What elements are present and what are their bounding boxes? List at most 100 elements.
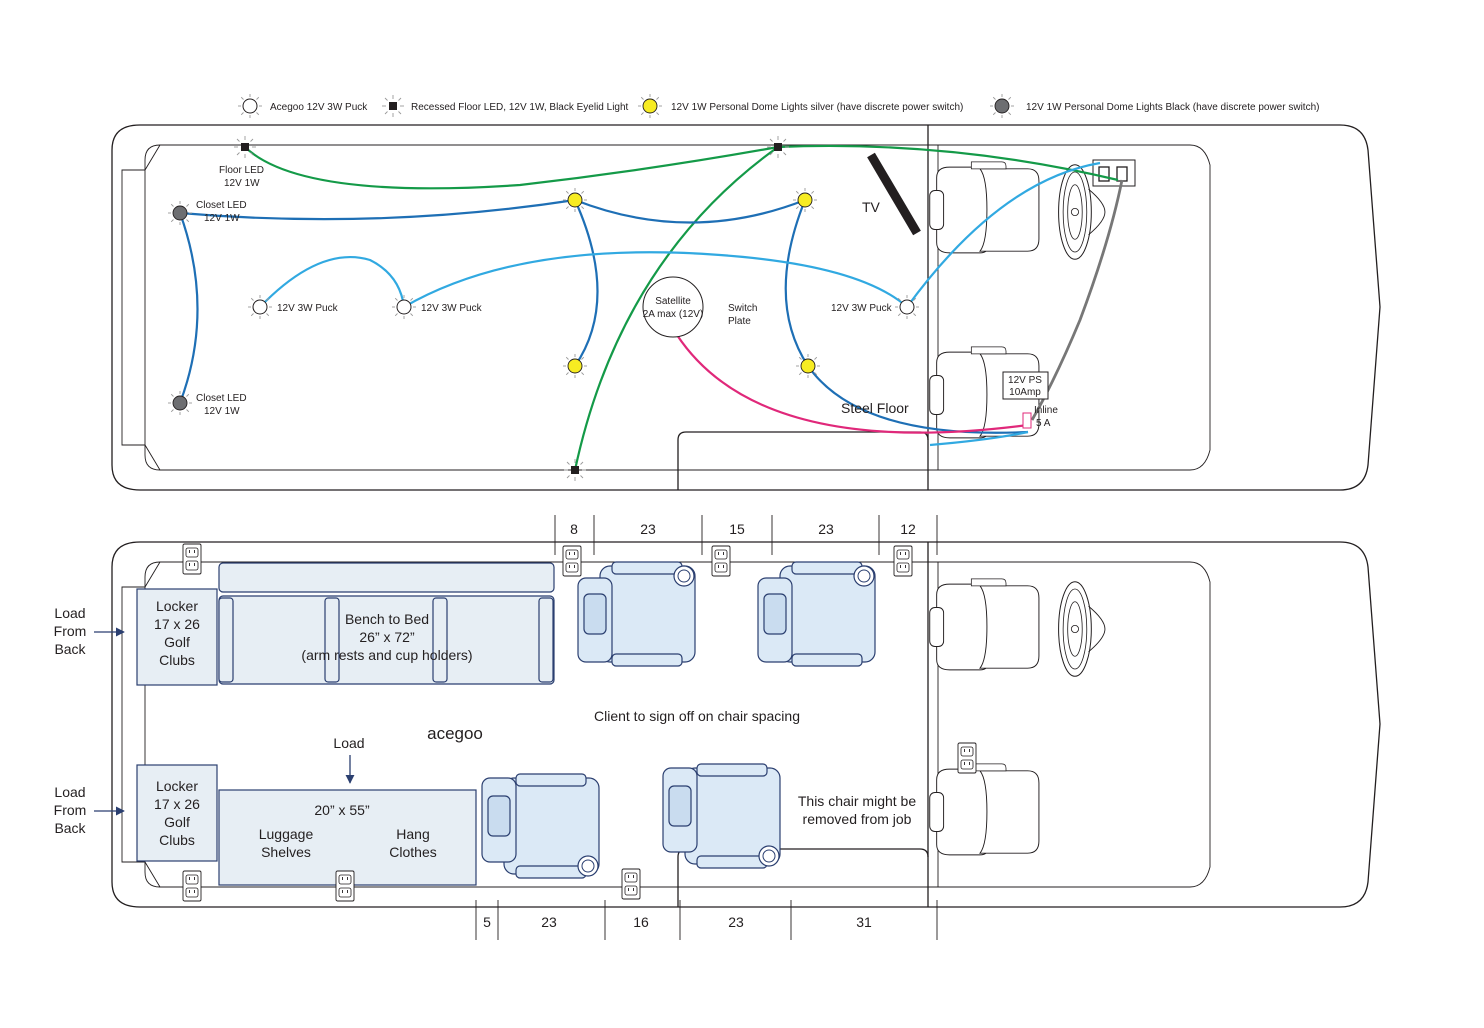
steering-wheel-bottom bbox=[1058, 581, 1106, 677]
load-back-upper-3: Back bbox=[54, 641, 86, 657]
captain-chair-3 bbox=[481, 773, 600, 879]
closet-led-bottom-label-1: Closet LED bbox=[196, 393, 247, 404]
legend-label-black-dome: 12V 1W Personal Dome Lights Black (have … bbox=[1026, 102, 1319, 113]
power-supply-label-1: 12V PS bbox=[1008, 375, 1042, 386]
tv-screen bbox=[867, 152, 921, 236]
outlet-1 bbox=[182, 543, 202, 575]
van-body-bottom bbox=[111, 541, 1381, 908]
switch-plate-label-2: Plate bbox=[728, 316, 751, 327]
luggage-label-1: Luggage bbox=[259, 826, 314, 842]
legend-label-silver-dome: 12V 1W Personal Dome Lights silver (have… bbox=[671, 102, 963, 113]
closet-light-bottom bbox=[167, 390, 193, 416]
green-wire-2 bbox=[573, 146, 779, 471]
dim-bottom-4: 23 bbox=[728, 914, 744, 930]
load-back-lower-2: From bbox=[54, 802, 87, 818]
locker-lower-line-3: Golf bbox=[164, 814, 190, 830]
dim-top-1: 8 bbox=[570, 521, 578, 537]
switch-plate-label-1: Switch bbox=[728, 303, 757, 314]
legend-label-puck: Acegoo 12V 3W Puck bbox=[270, 102, 368, 113]
bench-note: (arm rests and cup holders) bbox=[301, 647, 472, 663]
driver-seat-bottom bbox=[929, 578, 1040, 671]
load-back-lower-1: Load bbox=[54, 784, 85, 800]
lighting-plan: TV Satellite 2A max (12V) Swit bbox=[111, 124, 1381, 491]
dim-top-2: 23 bbox=[640, 521, 656, 537]
outlet-6 bbox=[335, 870, 355, 902]
gray-dome-icon bbox=[989, 93, 1015, 119]
bench-bed bbox=[218, 562, 555, 685]
wiring bbox=[178, 144, 1124, 471]
seating-plan: 8 23 15 23 12 Locker 17 x 26 Golf Clubs … bbox=[54, 515, 1381, 940]
dim-top-3: 15 bbox=[729, 521, 745, 537]
inline-fuse-label-1: Inline bbox=[1034, 405, 1058, 416]
puck-light-3 bbox=[894, 294, 920, 320]
black-square-icon bbox=[381, 94, 405, 118]
dome-light-3 bbox=[562, 353, 588, 379]
bottom-dimension-ticks bbox=[475, 900, 938, 940]
closet-led-bottom-label-2: 12V 1W bbox=[204, 406, 240, 417]
blue-wire-4 bbox=[784, 199, 809, 367]
locker-upper-line-4: Clubs bbox=[159, 652, 195, 668]
outlet-2 bbox=[562, 545, 582, 577]
blue-wire-3 bbox=[178, 212, 199, 404]
blue-wire-2 bbox=[573, 199, 599, 367]
dome-light-2 bbox=[792, 187, 818, 213]
load-back-lower-3: Back bbox=[54, 820, 86, 836]
van-body-top bbox=[111, 124, 1381, 491]
puck-label-1: 12V 3W Puck bbox=[277, 303, 339, 314]
outlet-4 bbox=[893, 545, 913, 577]
cyan-wire-1 bbox=[259, 256, 406, 308]
puck-label-3: 12V 3W Puck bbox=[831, 303, 893, 314]
luggage-dims: 20” x 55” bbox=[314, 802, 370, 818]
closet-led-top-label-1: Closet LED bbox=[196, 200, 247, 211]
cyan-wire-4 bbox=[929, 430, 1029, 447]
hang-label-2: Clothes bbox=[389, 844, 436, 860]
locker-lower-line-4: Clubs bbox=[159, 832, 195, 848]
puck-light-1 bbox=[247, 294, 273, 320]
dome-light-1 bbox=[562, 187, 588, 213]
legend-label-floor-led: Recessed Floor LED, 12V 1W, Black Eyelid… bbox=[411, 102, 629, 113]
chair-note-line-2: removed from job bbox=[803, 811, 912, 827]
captain-chair-2 bbox=[757, 561, 876, 667]
load-back-upper-1: Load bbox=[54, 605, 85, 621]
dim-bottom-3: 16 bbox=[633, 914, 649, 930]
luggage-label-2: Shelves bbox=[261, 844, 311, 860]
hang-label-1: Hang bbox=[396, 826, 429, 842]
cabin-wall-bottom bbox=[144, 561, 1211, 888]
steel-floor-label: Steel Floor bbox=[841, 400, 909, 416]
chair-note-line-1: This chair might be bbox=[798, 793, 916, 809]
legend: Acegoo 12V 3W Puck Recessed Floor LED, 1… bbox=[237, 93, 1319, 119]
green-wire-1 bbox=[244, 144, 1119, 190]
locker-upper bbox=[136, 588, 218, 686]
dim-top-4: 23 bbox=[818, 521, 834, 537]
cyan-wire-2 bbox=[403, 251, 908, 308]
dim-top-5: 12 bbox=[900, 521, 916, 537]
floor-led-3 bbox=[563, 458, 587, 482]
load-label: Load bbox=[333, 735, 364, 751]
locker-lower-line-2: 17 x 26 bbox=[154, 796, 200, 812]
dome-light-4 bbox=[795, 353, 821, 379]
white-puck-icon bbox=[237, 93, 263, 119]
yellow-dome-icon bbox=[637, 93, 663, 119]
top-dimension-ticks bbox=[554, 515, 938, 555]
cyan-wire-3 bbox=[906, 161, 1101, 308]
power-supply-box bbox=[1002, 371, 1049, 400]
locker-upper-line-1: Locker bbox=[156, 598, 198, 614]
client-note: Client to sign off on chair spacing bbox=[594, 708, 800, 724]
inline-fuse bbox=[1022, 412, 1032, 429]
satellite-label-1: Satellite bbox=[655, 296, 691, 307]
satellite-label-2: 2A max (12V) bbox=[643, 309, 704, 320]
closet-led-top-label-2: 12V 1W bbox=[204, 213, 240, 224]
outlet-7 bbox=[621, 868, 641, 900]
locker-lower bbox=[136, 764, 218, 862]
tv-label: TV bbox=[862, 199, 881, 215]
luggage-shelves bbox=[218, 789, 477, 886]
outlet-5 bbox=[182, 870, 202, 902]
locker-lower-line-1: Locker bbox=[156, 778, 198, 794]
puck-light-2 bbox=[391, 294, 417, 320]
passenger-seat-bottom bbox=[929, 763, 1040, 856]
inline-fuse-label-2: 5 A bbox=[1036, 418, 1051, 429]
outlet-3 bbox=[711, 545, 731, 577]
blue-wire-5 bbox=[807, 365, 1029, 434]
load-back-upper-2: From bbox=[54, 623, 87, 639]
